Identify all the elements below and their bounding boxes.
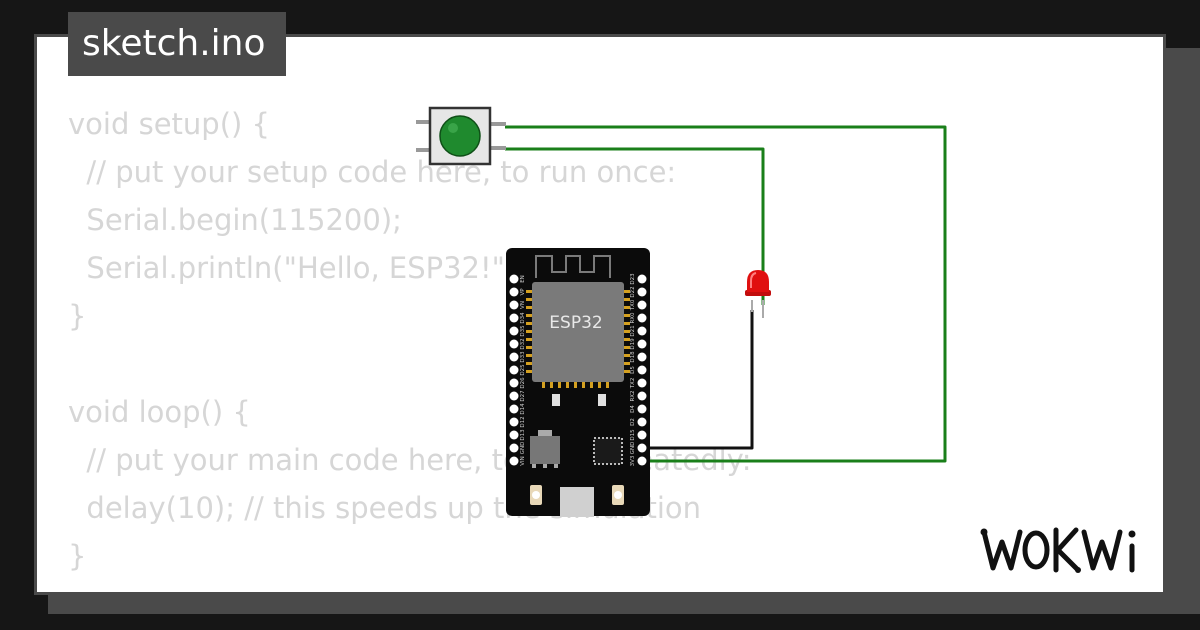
wire-button-to-led[interactable] [505,147,765,305]
code-line: } [68,299,87,333]
pin-label: GND [520,442,526,455]
wokwi-logo[interactable] [980,520,1150,580]
code-line: Serial.println("Hello, ESP32!"); [68,251,527,285]
code-line: } [68,539,87,573]
pin-label: D15 [630,429,636,441]
pin-labels-left: EN VP VN D34 D35 D32 D33 D25 D26 D27 D14… [520,275,526,466]
pin-label: D27 [520,390,526,402]
pin-label: TX0 [630,299,636,311]
esp32-board[interactable]: ESP32 EN [506,248,650,517]
pin-label: D19 [630,338,636,350]
module-pads [526,290,630,388]
pin-label: D13 [520,429,526,441]
pin-label: VN [520,301,526,309]
pin-label: D34 [520,312,526,324]
code-line: void setup() { [68,107,270,141]
pin-label: D4 [630,405,636,413]
pin-label: D18 [630,351,636,363]
pin-label: 3V3 [630,455,636,466]
pin-label: D26 [520,377,526,389]
pin-label: D12 [520,416,526,427]
pin-label: D14 [520,403,526,415]
pin-label: RX2 [630,390,636,401]
pin-label: D2 [630,418,636,426]
pin-label: D22 [630,286,636,297]
wire-led-to-esp32[interactable] [645,310,754,450]
code-line: void loop() { [68,395,251,429]
wire-button-to-gnd[interactable] [505,125,947,463]
usb-port [560,487,594,517]
pin-label: D35 [520,325,526,337]
pin-label: D5 [630,366,636,374]
pin-label: D21 [630,325,636,336]
pin-label: GND [630,442,636,455]
code-background: void setup() { // put your setup code he… [68,100,752,580]
code-line: Serial.begin(115200); [68,203,402,237]
pin-label: TX2 [630,378,636,390]
pin-label: D32 [520,338,526,349]
pin-label: RX0 [630,312,636,324]
pin-label: D33 [520,351,526,363]
chip-label: ESP32 [549,313,602,333]
pin-label: VP [520,288,526,296]
code-line: // put your setup code here, to run once… [68,155,677,189]
pin-label: D25 [520,364,526,376]
pin-label: D23 [630,273,636,285]
pushbutton[interactable] [416,106,506,166]
red-led[interactable] [745,270,771,318]
file-tab[interactable]: sketch.ino [68,12,286,76]
pin-label: VIN [520,456,526,466]
wires [505,125,947,463]
pin-labels-right: D23 D22 TX0 RX0 D21 D19 D18 D5 TX2 RX2 D… [630,273,636,467]
pin-label: EN [520,275,526,283]
pin-holes-right [637,274,647,466]
pin-holes-left [509,274,519,466]
button-cap [439,115,481,157]
